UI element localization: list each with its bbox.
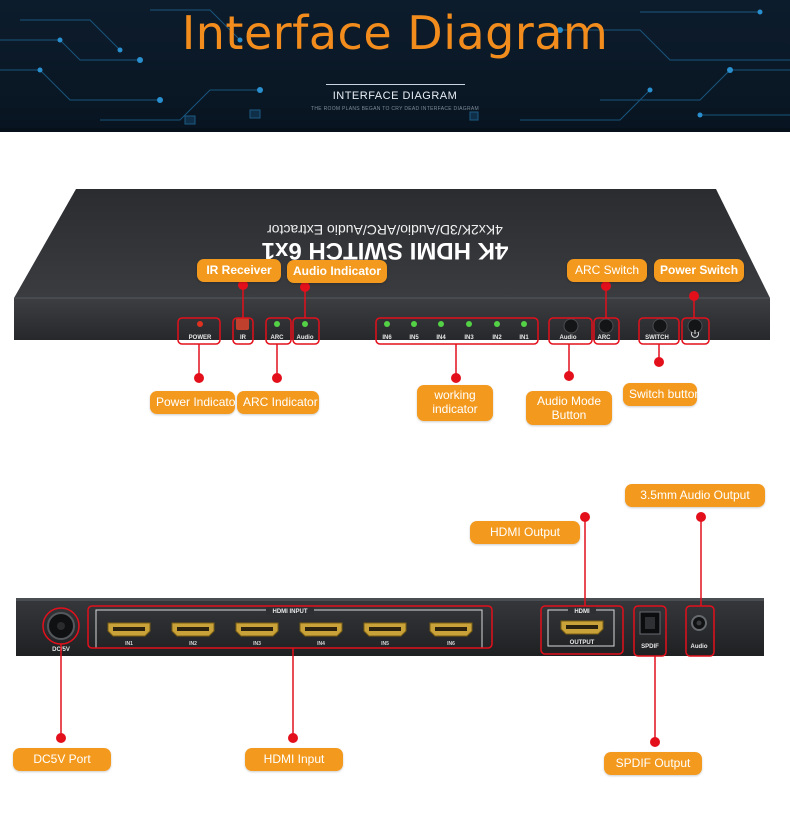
port-label-in2: IN2 bbox=[492, 335, 502, 341]
port-label-in4: IN4 bbox=[436, 335, 446, 341]
callout-power-indicator: Power Indicator bbox=[150, 391, 239, 414]
port-label-in3: IN3 bbox=[464, 335, 474, 341]
spdif-label: SPDIF bbox=[641, 644, 659, 650]
callout-arc-indicator: ARC Indicator bbox=[237, 391, 319, 414]
port-label-in1: IN1 bbox=[519, 335, 529, 341]
hdmi-input-header: HDMI INPUT bbox=[273, 609, 308, 615]
callout-hdmi-input: HDMI Input bbox=[245, 748, 343, 771]
audio-mode-button[interactable] bbox=[563, 318, 579, 334]
port-label-audio: Audio bbox=[297, 335, 314, 341]
callout-audio-indicator: Audio Indicator bbox=[287, 260, 387, 283]
port-label-arc-button: ARC bbox=[598, 335, 612, 341]
rear-panel-device: DC/5V HDMI INPUT IN1 IN2 bbox=[16, 598, 764, 656]
page-subtitle: INTERFACE DIAGRAM bbox=[332, 90, 458, 102]
callout-audio-mode-button: Audio Mode Button bbox=[526, 391, 612, 425]
switch-button[interactable] bbox=[652, 318, 668, 334]
callout-hdmi-output: HDMI Output bbox=[470, 521, 580, 544]
port-label-switch: SWITCH bbox=[645, 335, 669, 341]
callout-ir-receiver: IR Receiver bbox=[197, 259, 281, 282]
input-label-4: IN4 bbox=[317, 641, 325, 647]
callout-working-indicator: working indicator bbox=[417, 385, 493, 421]
ir-window bbox=[236, 318, 249, 330]
input-label-1: IN1 bbox=[125, 641, 133, 647]
header-banner: Interface Diagram INTERFACE DIAGRAM THE … bbox=[0, 0, 790, 132]
callout-dc5v-port: DC5V Port bbox=[13, 748, 111, 771]
device-front-face bbox=[14, 298, 770, 340]
audio-jack-label: Audio bbox=[691, 644, 708, 650]
arc-switch-button[interactable] bbox=[598, 318, 614, 334]
input-label-6: IN6 bbox=[447, 641, 455, 647]
banner-tagline: THE ROOM PLANS BEGAN TO CRY DEAD INTERFA… bbox=[311, 106, 479, 112]
power-symbol-icon bbox=[691, 330, 699, 338]
callout-arc-switch: ARC Switch bbox=[567, 259, 647, 282]
callout-switch-button: Switch button bbox=[623, 383, 701, 406]
callout-power-switch: Power Switch bbox=[654, 259, 744, 282]
hdmi-output-port bbox=[560, 620, 604, 635]
port-label-power: POWER bbox=[189, 335, 212, 341]
callout-audio-output: 3.5mm Audio Output bbox=[625, 484, 765, 507]
port-label-audio-button: Audio bbox=[560, 335, 577, 341]
audio-led bbox=[302, 321, 308, 327]
page-title: Interface Diagram bbox=[181, 6, 609, 60]
product-subtitle: 4Kx2K/3D/Audio/ARC/Audio Extractor bbox=[267, 222, 503, 238]
port-label-ir: IR bbox=[240, 335, 247, 341]
subtitle-divider bbox=[326, 84, 465, 85]
input-label-5: IN5 bbox=[381, 641, 389, 647]
arc-led bbox=[274, 321, 280, 327]
input-leds bbox=[384, 321, 527, 327]
input-label-2: IN2 bbox=[189, 641, 197, 647]
hdmi-output-label: OUTPUT bbox=[570, 640, 595, 646]
port-label-arc: ARC bbox=[271, 335, 285, 341]
port-label-in5: IN5 bbox=[409, 335, 419, 341]
power-led bbox=[197, 321, 203, 327]
port-label-in6: IN6 bbox=[382, 335, 392, 341]
callout-spdif-output: SPDIF Output bbox=[604, 752, 702, 775]
hdmi-input-ports bbox=[107, 622, 473, 637]
circuit-background bbox=[0, 9, 790, 132]
hdmi-output-top-label: HDMI bbox=[574, 609, 590, 615]
input-label-3: IN3 bbox=[253, 641, 261, 647]
product-name: 4K HDMI SWITCH 6x1 bbox=[262, 237, 509, 264]
